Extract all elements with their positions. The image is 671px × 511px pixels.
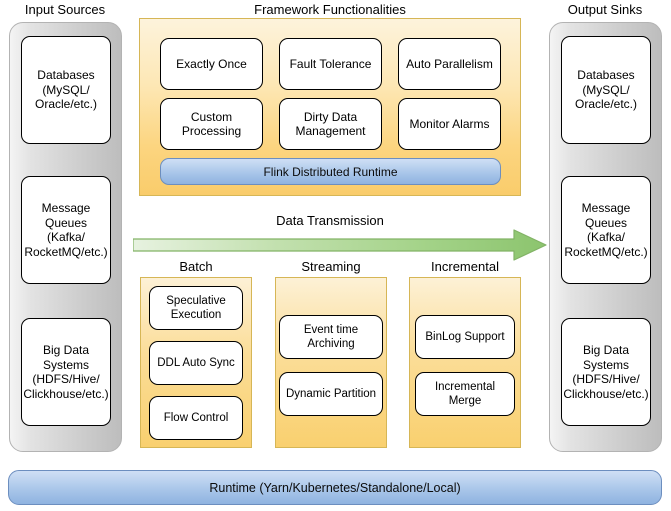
- batch-item-flow-control[interactable]: Flow Control: [149, 396, 243, 440]
- mode-incremental-panel: [409, 277, 521, 448]
- runtime-bar[interactable]: Runtime (Yarn/Kubernetes/Standalone/Loca…: [8, 470, 662, 505]
- feature-auto-parallelism[interactable]: Auto Parallelism: [398, 38, 501, 90]
- mode-streaming-title: Streaming: [301, 259, 361, 274]
- mode-incremental-title: Incremental: [431, 259, 499, 274]
- feature-fault-tolerance[interactable]: Fault Tolerance: [279, 38, 382, 90]
- output-sink-databases[interactable]: Databases(MySQL/Oracle/etc.): [561, 36, 651, 144]
- input-sources-title: Input Sources: [24, 2, 106, 17]
- data-transmission-label: Data Transmission: [276, 213, 384, 228]
- mode-batch-title: Batch: [179, 259, 213, 274]
- framework-functionalities-title: Framework Functionalities: [254, 2, 406, 17]
- incremental-item-binlog-support[interactable]: BinLog Support: [415, 315, 515, 359]
- feature-exactly-once[interactable]: Exactly Once: [160, 38, 263, 90]
- output-sinks-title: Output Sinks: [567, 2, 643, 17]
- data-transmission-arrow: [132, 229, 547, 261]
- mode-streaming-panel: [275, 277, 387, 448]
- streaming-item-dynamic-partition[interactable]: Dynamic Partition: [279, 372, 383, 416]
- input-source-databases[interactable]: Databases(MySQL/Oracle/etc.): [21, 36, 111, 144]
- batch-item-ddl-auto-sync[interactable]: DDL Auto Sync: [149, 341, 243, 385]
- feature-monitor-alarms[interactable]: Monitor Alarms: [398, 98, 501, 150]
- flink-distributed-runtime-bar[interactable]: Flink Distributed Runtime: [160, 158, 501, 185]
